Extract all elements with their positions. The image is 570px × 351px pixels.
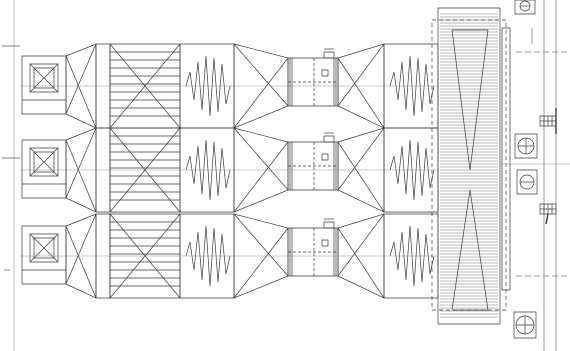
motor-symbol	[324, 49, 334, 58]
filter-bank	[22, 56, 66, 114]
filter-bank	[22, 226, 66, 284]
fan-symbol	[515, 0, 535, 14]
fan-section	[288, 142, 338, 190]
left-reference-marks	[2, 0, 20, 351]
fan-section	[288, 228, 338, 276]
fan-symbol	[517, 170, 537, 194]
header-duct	[432, 8, 510, 324]
motor-symbol	[324, 219, 334, 228]
centerlines	[20, 86, 570, 256]
fan-symbol	[514, 312, 536, 338]
damper-symbol	[540, 108, 556, 134]
right-reference-lines	[516, 0, 570, 351]
fan-symbol	[515, 134, 537, 158]
fan-section	[288, 58, 338, 106]
filter-bank	[22, 140, 66, 198]
damper-symbol	[540, 204, 556, 224]
motor-symbol	[324, 133, 334, 142]
